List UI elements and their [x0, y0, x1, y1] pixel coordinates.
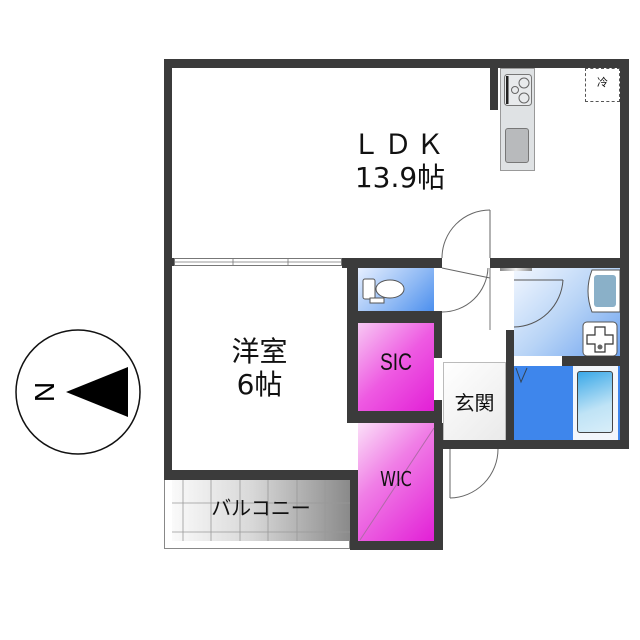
stove-icon [504, 74, 532, 106]
bathtub-icon [573, 366, 618, 440]
compass-label: N [29, 382, 60, 402]
wall-mid-left [164, 258, 174, 266]
entrance-label: 玄関 [454, 391, 495, 415]
wall-right [620, 59, 629, 449]
wall-entrance-bottom-left [443, 440, 451, 449]
ldk-area: 13.9帖 [354, 161, 446, 194]
wall-kitchen-stub [490, 68, 498, 110]
western-room-label: 洋室 [231, 335, 288, 368]
toilet-icon [362, 276, 406, 304]
wic-label: WIC [380, 467, 412, 491]
wall-toilet-bottom [347, 311, 442, 323]
sliding-window [174, 258, 342, 266]
wall-room-divider [347, 258, 358, 422]
western-room-floor [172, 266, 347, 470]
wall-mid-center [342, 258, 442, 268]
wall-western-bottom [164, 470, 358, 480]
wall-wic-left [350, 470, 358, 550]
ldk-floor [172, 68, 627, 258]
wall-mid-right [490, 258, 629, 268]
wall-entrance-right [506, 330, 514, 449]
towel-bar [500, 268, 532, 271]
ldk-label: ＬＤＫ [351, 128, 448, 161]
western-room-area: 6帖 [236, 368, 283, 401]
washing-machine-icon [582, 321, 618, 357]
kitchen-sink-icon [505, 128, 529, 163]
balcony-label: バルコニー [211, 496, 311, 520]
balcony-floor [172, 479, 350, 541]
wall-sic-bottom [347, 411, 442, 423]
washbasin-icon [584, 268, 620, 314]
wall-wic-bottom [350, 541, 443, 550]
wall-wash-bottom [562, 356, 620, 366]
compass-arrow-icon: N [15, 329, 141, 455]
wall-sic-right-top [434, 311, 442, 358]
wall-wic-right [434, 423, 443, 550]
wall-top [164, 59, 629, 68]
compass: N [14, 328, 142, 456]
fridge-space [585, 68, 620, 102]
wall-left [164, 59, 172, 479]
fridge-label: 冷 [597, 76, 608, 89]
sic-room [358, 323, 434, 411]
sic-label: SIC [379, 349, 412, 376]
wall-bottom-right [443, 440, 629, 449]
entrance-floor [443, 362, 506, 441]
